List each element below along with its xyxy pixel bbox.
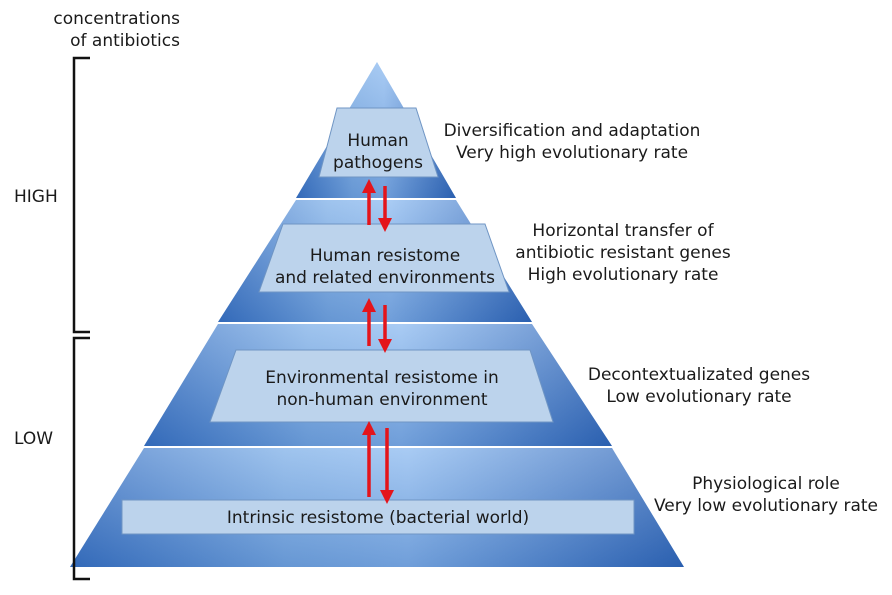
exchange-arrows [362, 179, 394, 504]
note-human-resistome: Horizontal transfer of antibiotic resist… [515, 221, 731, 285]
layer-label-intrinsic-resistome: Intrinsic resistome (bacterial world) [226, 508, 530, 528]
box-human-resistome [258, 223, 510, 293]
high-level-label: HIGH [14, 187, 58, 207]
note-intrinsic-resistome: Physiological role Very low evolutionary… [653, 474, 879, 516]
box-human-pathogens [318, 107, 439, 178]
box-intrinsic-resistome [121, 499, 635, 535]
layer-label-human-pathogens: Human pathogens [333, 131, 423, 173]
layer-label-environmental-resistome: Environmental resistome in non-human env… [265, 368, 499, 410]
low-level-label: LOW [14, 429, 54, 449]
layer-label-human-resistome: Human resistome and related environments [274, 246, 496, 288]
concentration-brackets [72, 56, 90, 581]
concentration-axis-title: concentrations of antibiotics [53, 9, 180, 51]
bracket-high [72, 56, 90, 334]
inner-boxes [121, 107, 635, 535]
note-environmental-resistome: Decontextualizated genes Low evolutionar… [587, 365, 811, 407]
bracket-low [72, 336, 90, 581]
box-environmental-resistome [209, 349, 554, 423]
note-human-pathogens: Diversification and adaptation Very high… [443, 121, 701, 163]
